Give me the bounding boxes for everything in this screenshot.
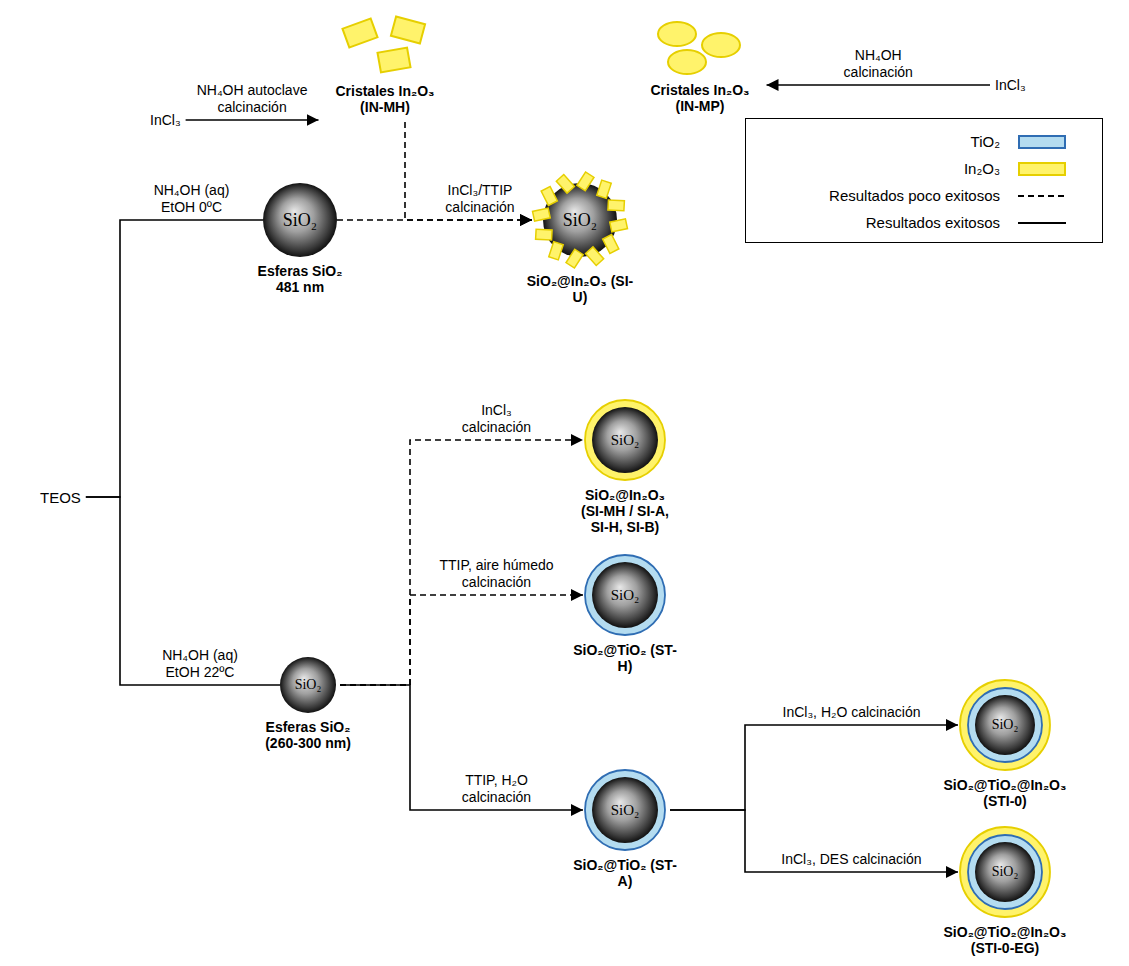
in2o3-shell — [960, 680, 1050, 770]
text-node: TEOS — [40, 489, 81, 506]
in2o3-crystal — [597, 180, 611, 198]
legend-row: Resultados exitosos — [746, 209, 1102, 236]
silica-sphere — [263, 183, 337, 257]
in2o3-crystal — [342, 18, 377, 47]
edge-label: NH₄OH calcinación — [833, 47, 923, 81]
crystal-node: Cristales In₂O₃ (IN-MH) — [340, 15, 430, 77]
edge-label: TTIP, H₂O calcinación — [449, 772, 544, 806]
tio2-shell — [585, 555, 665, 635]
text-node: InCl₃ — [150, 112, 181, 128]
sphere-node: SiO₂SiO₂@TiO₂@In₂O₃ (STI-0) — [959, 679, 1051, 771]
legend-text: In₂O₃ — [964, 160, 1000, 177]
crystal-figure — [655, 18, 745, 76]
sphere-node: SiO₂Esferas SiO₂ 481 nm — [263, 183, 337, 257]
in2o3-particle — [702, 33, 740, 57]
in2o3-crystal — [556, 175, 574, 194]
in2o3-crystal — [566, 249, 583, 268]
connector — [670, 725, 958, 810]
in2o3-crystal — [536, 229, 553, 240]
connector — [340, 440, 583, 685]
legend-row: Resultados poco exitosos — [746, 182, 1102, 209]
node-heading: Cristales In₂O₃ (IN-MP) — [638, 82, 763, 114]
in2o3-crystal — [533, 208, 551, 221]
edge-label: NH₄OH (aq) EtOH 0ºC — [137, 182, 247, 216]
edge-label: TTIP, aire húmedo calcinación — [429, 557, 564, 591]
connector — [405, 121, 532, 220]
crystal-node: Cristales In₂O₃ (IN-MP) — [655, 18, 745, 76]
sphere-label: SiO₂ — [959, 826, 1051, 918]
in2o3-crystal — [586, 247, 604, 266]
in2o3-crystal — [577, 172, 594, 191]
connector — [767, 84, 991, 86]
in2o3-particle — [658, 22, 696, 46]
legend-text: Resultados exitosos — [866, 214, 1000, 231]
connector — [340, 685, 583, 810]
sphere-label: SiO₂ — [584, 554, 666, 636]
in2o3-crystal — [603, 235, 619, 254]
sphere-label: SiO₂ — [584, 769, 666, 851]
node-heading: Cristales In₂O₃ (IN-MH) — [323, 83, 448, 115]
text-node: InCl₃ — [995, 77, 1026, 93]
connector — [186, 119, 319, 121]
in2o3-crystal — [610, 219, 628, 232]
in2o3-crystal — [391, 16, 425, 43]
edge-label: InCl₃/TTIP calcinación — [430, 182, 530, 216]
sphere-label: SiO₂ — [584, 399, 666, 481]
sphere-node: SiO₂SiO₂@TiO₂ (ST-H) — [584, 554, 666, 636]
legend-text: Resultados poco exitosos — [829, 187, 1000, 204]
legend-swatch — [1018, 162, 1066, 176]
in2o3-shell — [585, 400, 665, 480]
legend-row: TiO₂ — [746, 128, 1102, 155]
node-heading: SiO₂@TiO₂ (ST-H) — [573, 642, 678, 674]
sphere-node: SiO₂SiO₂@In₂O₃ (SI-U) — [533, 173, 627, 267]
sphere-node: SiO₂SiO₂@TiO₂@In₂O₃ (STI-0-EG) — [959, 826, 1051, 918]
edge-label: InCl₃, DES calcinación — [781, 851, 921, 868]
sphere-node: SiO₂SiO₂@In₂O₃ (SI-MH / SI-A, SI-H, SI-B… — [584, 399, 666, 481]
edge-label: NH₄OH (aq) EtOH 22ºC — [145, 647, 255, 681]
legend-box: TiO₂ In₂O₃ Resultados poco exitososResulta… — [745, 118, 1103, 243]
edge-label: InCl₃ calcinación — [449, 402, 544, 436]
legend-line-sample — [1018, 189, 1066, 203]
reagent-label: TEOS — [40, 489, 81, 506]
node-heading: SiO₂@In₂O₃ (SI-U) — [525, 273, 635, 305]
legend-line-sample — [1018, 216, 1066, 230]
edge-label: InCl₃, H₂O calcinación — [783, 704, 921, 721]
in2o3-crystal — [377, 48, 410, 73]
connector — [86, 497, 280, 685]
legend-row: In₂O₃ — [746, 155, 1102, 182]
legend-text: TiO₂ — [971, 133, 1000, 150]
tio2-shell — [585, 770, 665, 850]
node-heading: SiO₂@In₂O₃ (SI-MH / SI-A, SI-H, SI-B) — [573, 487, 678, 535]
sphere-label: SiO₂ — [533, 173, 627, 267]
sphere-label: SiO₂ — [280, 657, 336, 713]
sphere-label: SiO₂ — [959, 679, 1051, 771]
crystal-figure — [340, 15, 430, 77]
in2o3-crystal — [608, 200, 625, 211]
legend-swatch — [1018, 135, 1066, 149]
connector — [670, 810, 958, 872]
connector — [340, 595, 583, 685]
edge-label: NH₄OH autoclave calcinación — [193, 82, 311, 116]
connector — [86, 220, 263, 497]
node-heading: Esferas SiO₂ (260-300 nm) — [252, 719, 364, 751]
node-heading: SiO₂@TiO₂@In₂O₃ (STI-0-EG) — [935, 924, 1075, 956]
reagent-label: InCl₃ — [995, 77, 1026, 93]
sphere-label: SiO₂ — [263, 183, 337, 257]
in2o3-crystal — [549, 242, 563, 260]
node-heading: SiO₂@TiO₂ (ST-A) — [573, 857, 678, 889]
sphere-node: SiO₂Esferas SiO₂ (260-300 nm) — [280, 657, 336, 713]
in2o3-shell — [960, 827, 1050, 917]
reagent-label: InCl₃ — [150, 112, 181, 128]
in2o3-crystal — [541, 187, 557, 206]
sphere-node: SiO₂SiO₂@TiO₂ (ST-A) — [584, 769, 666, 851]
in2o3-particle — [668, 50, 706, 74]
silica-sphere — [280, 657, 336, 713]
node-heading: SiO₂@TiO₂@In₂O₃ (STI-0) — [935, 777, 1075, 809]
node-heading: Esferas SiO₂ 481 nm — [244, 263, 356, 295]
